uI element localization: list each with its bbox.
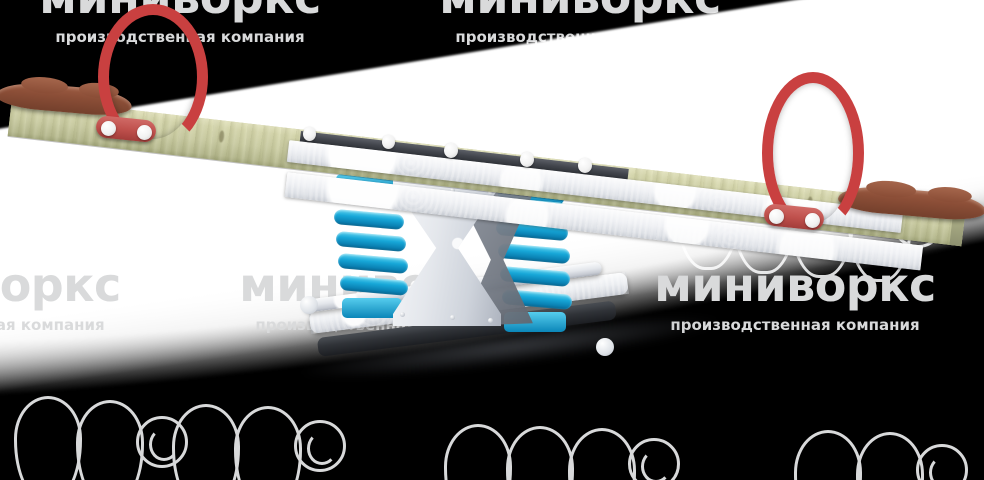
handle-bolt xyxy=(805,213,820,228)
base-end-cap xyxy=(300,296,318,314)
handle-bolt xyxy=(769,209,784,224)
base-end-cap xyxy=(596,338,614,356)
rivet xyxy=(488,190,493,195)
handle-bolt xyxy=(137,125,152,140)
rivet xyxy=(488,318,493,323)
bolt-cap xyxy=(444,143,458,158)
bolt-cap xyxy=(303,127,316,141)
bolt-cap xyxy=(520,152,534,167)
bolt-cap xyxy=(382,135,395,149)
handle-bolt xyxy=(101,121,116,136)
handle-right xyxy=(762,72,864,234)
rivet xyxy=(400,312,405,317)
bolt-cap xyxy=(578,158,592,173)
handle-left xyxy=(98,4,208,150)
rivet xyxy=(450,315,455,320)
